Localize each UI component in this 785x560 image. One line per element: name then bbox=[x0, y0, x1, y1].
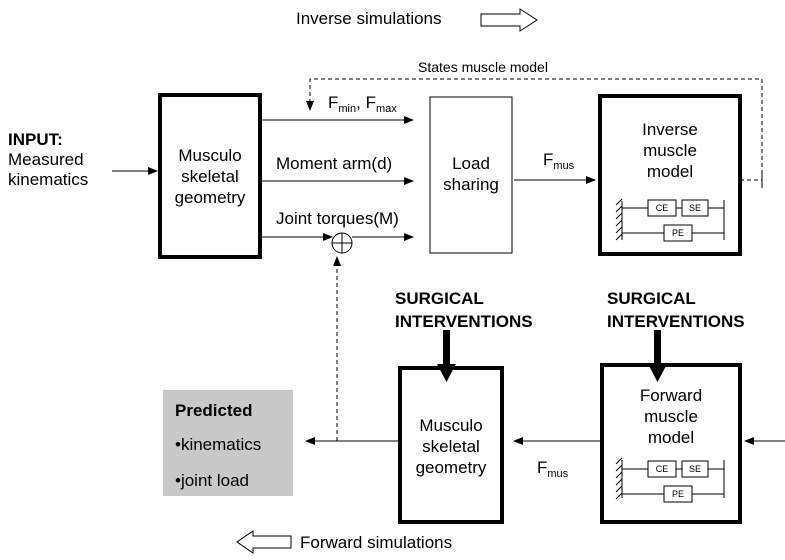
f-letter-max: F bbox=[365, 93, 376, 112]
forward-muscle-schematic-icon bbox=[615, 457, 725, 503]
fminmax-label: Fmin, Fmax bbox=[328, 93, 397, 119]
f-letter-min: F bbox=[328, 93, 339, 112]
surgical-arrow-right-icon bbox=[648, 330, 667, 382]
surgical-left-line-2: INTERVENTIONS bbox=[395, 312, 533, 331]
surgical-left-line-1: SURGICAL bbox=[395, 289, 484, 308]
states-feedback-line bbox=[306, 78, 763, 181]
surgical-right-line-1: SURGICAL bbox=[607, 289, 696, 308]
moment-arm-label: Moment arm(d) bbox=[276, 154, 393, 173]
inverse-muscle-schematic-icon bbox=[615, 198, 725, 242]
fminmax-separator: , bbox=[356, 93, 366, 112]
inverse-simulations-label: Inverse simulations bbox=[296, 9, 442, 28]
load-sharing-box bbox=[429, 96, 513, 254]
musculo-bottom-box bbox=[398, 366, 504, 524]
musculo-top-line-3: geometry bbox=[174, 188, 246, 207]
f-max-sub: max bbox=[375, 103, 397, 115]
inverse-pe-label: PE bbox=[671, 228, 684, 238]
input-line-1: Measured bbox=[8, 150, 84, 169]
inverse-direction-arrow bbox=[480, 8, 538, 32]
inverse-model-line-2: muscle bbox=[643, 141, 697, 160]
f-min-sub: min bbox=[338, 103, 357, 115]
inverse-se-label: SE bbox=[688, 203, 701, 213]
joint-torques-label: Joint torques(M) bbox=[276, 209, 399, 228]
musculo-bottom-line-3: geometry bbox=[415, 458, 487, 477]
surgical-arrow-left-icon bbox=[437, 330, 456, 382]
predicted-item-kinematics: •kinematics bbox=[175, 435, 262, 454]
inverse-model-box bbox=[598, 94, 742, 256]
forward-direction-arrow bbox=[236, 530, 292, 554]
forward-model-line-3: model bbox=[647, 428, 695, 447]
forward-pe-label: PE bbox=[671, 489, 684, 499]
states-muscle-model-label: States muscle model bbox=[418, 59, 548, 75]
forward-model-line-1: Forward bbox=[639, 386, 703, 405]
inverse-model-line-3: model bbox=[646, 162, 694, 181]
forward-model-line-2: muscle bbox=[644, 407, 698, 426]
musculo-bottom-line-1: Musculo bbox=[419, 416, 483, 435]
surgical-right-line-2: INTERVENTIONS bbox=[607, 312, 745, 331]
musculo-top-box bbox=[158, 93, 262, 259]
musculo-top-line-2: skeletal bbox=[181, 167, 239, 186]
fmus-bottom-sub: mus bbox=[547, 468, 569, 480]
predicted-box bbox=[163, 390, 293, 496]
load-sharing-line-1: Load bbox=[452, 154, 490, 173]
load-sharing-line-2: sharing bbox=[443, 175, 499, 194]
fmus-bottom-label: Fmus bbox=[537, 458, 568, 484]
forward-se-label: SE bbox=[688, 464, 701, 474]
fmus-bottom-letter: F bbox=[537, 458, 548, 477]
forward-simulations-label: Forward simulations bbox=[300, 533, 453, 552]
inverse-ce-label: CE bbox=[655, 203, 669, 213]
fmus-top-sub: mus bbox=[553, 160, 575, 172]
forward-ce-label: CE bbox=[655, 464, 669, 474]
fmus-top-label: Fmus bbox=[543, 150, 574, 176]
predicted-item-joint-load: •joint load bbox=[175, 471, 250, 490]
predicted-title: Predicted bbox=[175, 401, 253, 420]
summing-junction-icon bbox=[331, 232, 353, 254]
musculo-top-line-1: Musculo bbox=[178, 146, 242, 165]
input-line-2: kinematics bbox=[8, 170, 89, 189]
musculo-bottom-line-2: skeletal bbox=[422, 437, 480, 456]
input-title: INPUT: bbox=[8, 130, 63, 149]
fmus-top-letter: F bbox=[543, 150, 554, 169]
inverse-model-line-1: Inverse bbox=[642, 120, 698, 139]
